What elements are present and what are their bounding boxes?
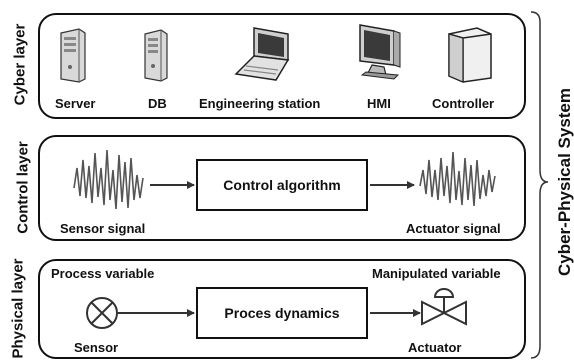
sensor-label: Sensor xyxy=(74,340,119,355)
process-variable-label: Process variable xyxy=(51,266,155,281)
process-dynamics-block: Proces dynamics xyxy=(196,287,368,339)
system-label: Cyber-Physical System xyxy=(555,87,574,277)
actuator-label: Actuator xyxy=(408,340,462,355)
sensor-signal-waveform xyxy=(73,149,144,210)
manipulated-variable-label: Manipulated variable xyxy=(372,266,501,281)
laptop-icon xyxy=(234,27,290,81)
actuator-signal-waveform xyxy=(419,151,496,207)
actuator-signal-label: Actuator signal xyxy=(406,221,501,236)
sensor-signal-label: Sensor signal xyxy=(60,221,146,236)
device-label-server: Server xyxy=(55,96,96,111)
device-label-engineering-station: Engineering station xyxy=(199,96,321,111)
device-label-hmi: HMI xyxy=(367,96,391,111)
monitor-icon xyxy=(359,24,401,80)
system-brace xyxy=(530,11,549,359)
database-server-icon xyxy=(144,29,168,82)
server-icon xyxy=(60,28,86,83)
sensor-icon xyxy=(86,297,118,329)
device-label-db: DB xyxy=(148,96,167,111)
device-label-controller: Controller xyxy=(432,96,495,111)
valve-icon xyxy=(421,288,467,326)
controller-box-icon xyxy=(448,27,492,83)
control-algorithm-block: Control algorithm xyxy=(196,159,368,211)
